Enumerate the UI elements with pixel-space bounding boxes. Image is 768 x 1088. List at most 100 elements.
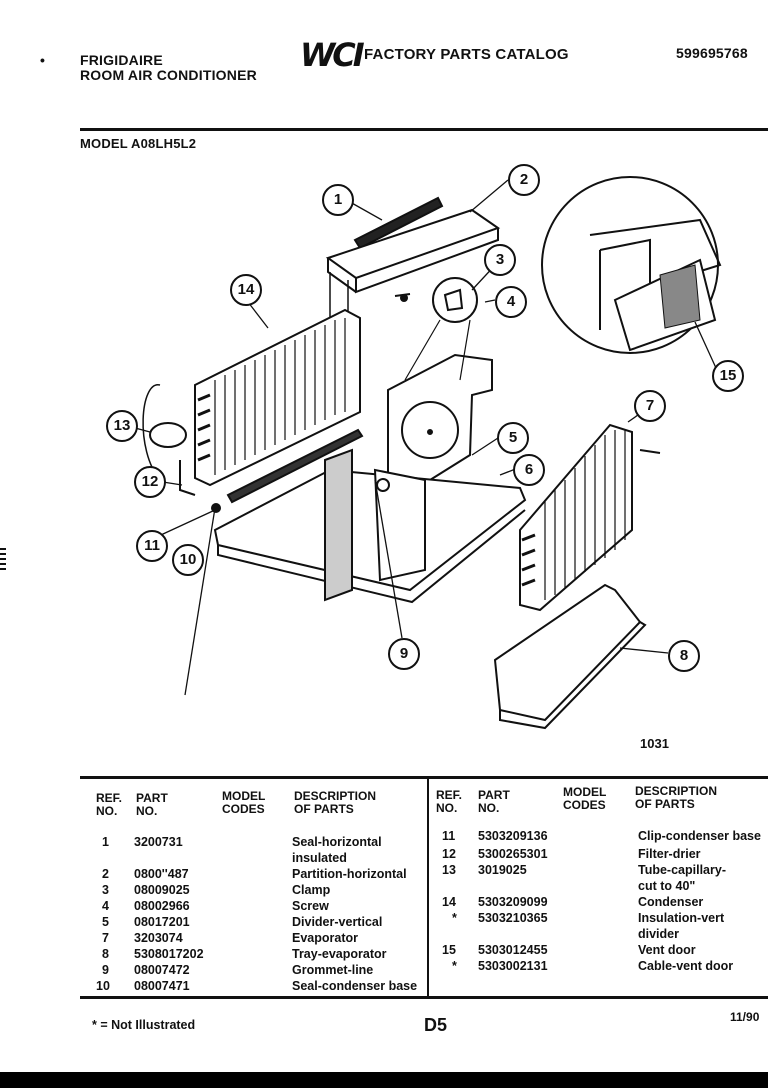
callout-8: 8 [668,640,700,672]
exploded-parts-diagram [123,176,722,730]
table-row-ref: 8 [102,947,109,961]
table-row-ref: 12 [442,847,456,861]
table-row-ref: 3 [102,883,109,897]
table-row-desc: Filter-drier [638,847,701,861]
callout-6: 6 [513,454,545,486]
figure-id: 1031 [640,736,669,751]
table-row-ref: 4 [102,899,109,913]
model-label: MODEL A08LH5L2 [80,136,197,151]
table-row-desc: Vent door [638,943,696,957]
revision-date: 11/90 [730,1010,760,1024]
callout-2: 2 [508,164,540,196]
bullet-mark: • [40,52,45,68]
table-row-part: 5300265301 [478,847,548,861]
table-row-ref: 9 [102,963,109,977]
table-row-desc: Seal-condenser base [292,979,418,993]
partition-horizontal-part [325,208,501,302]
table-row-desc: Screw [292,899,329,913]
table-row-part: 08007471 [134,979,190,993]
table-row-ref: 13 [442,863,456,877]
table-row-ref: 2 [102,867,109,881]
brand: FRIGIDAIRE [80,52,163,68]
table-row-desc: Tube-capillary- [638,863,726,877]
callout-15: 15 [712,360,744,392]
table-top-rule [80,776,768,779]
clamp-detail-zoom [432,277,478,323]
table-row-desc: Condenser [638,895,704,909]
table-bottom-rule [80,996,768,999]
table-row-desc: Cable-vent door [638,959,734,973]
table-row-part: 5303002131 [478,959,548,973]
table-row-ref: 10 [96,979,110,993]
callout-12: 12 [134,466,166,498]
table-row-ref: 11 [442,829,456,843]
table-row-desc: Divider-vertical [292,915,383,929]
vent-detail-zoom [541,176,722,354]
callout-1: 1 [322,184,354,216]
table-row-part: 0800''487 [134,867,189,881]
wci-logo: WCI [300,36,365,74]
bottom-border [0,1072,768,1088]
table-row-ref: * [452,959,457,973]
seal-condenser-base-part [226,428,364,504]
callout-7: 7 [634,390,666,422]
table-row-ref: * [452,911,457,925]
table-row-ref: 15 [442,943,456,957]
table-row-desc: Seal-horizontal [292,835,382,849]
table-row-part: 08017201 [134,915,190,929]
table-row-desc: cut to 40" [638,879,696,893]
base-tray-part [213,468,527,604]
table-divider [427,779,429,997]
hdr-ref-right: REF.NO. [436,788,463,815]
table-row-ref: 14 [442,895,456,909]
table-row-ref: 7 [102,931,109,945]
callout-14: 14 [230,274,262,306]
evaporator-coil-part [194,308,361,487]
seal-horizontal-part [353,196,444,250]
binding-mark [0,563,6,565]
table-row-desc: divider [638,927,679,941]
capillary-tube-part [149,422,187,448]
table-row-part: 5303012455 [478,943,548,957]
binding-mark [0,558,6,560]
table-row-desc: Clip-condenser base [638,829,761,843]
table-row-desc: Insulation-vert [638,911,725,925]
table-row-part: 08007472 [134,963,190,977]
table-row-part: 08009025 [134,883,190,897]
condenser-coil-part [519,423,661,612]
binding-mark [0,553,6,555]
catalog-number: 599695768 [676,45,748,61]
table-row-part: 5303209099 [478,895,548,909]
footnote: * = Not Illustrated [92,1018,196,1032]
table-row-part: 5303209136 [478,829,548,843]
catalog-title: FACTORY PARTS CATALOG [364,46,569,63]
vent-door-part [493,583,647,730]
table-row-desc: Clamp [292,883,331,897]
table-row-desc: Tray-evaporator [292,947,387,961]
callout-13: 13 [106,410,138,442]
callout-10: 10 [172,544,204,576]
page-number: D5 [424,1015,448,1035]
callout-5: 5 [497,422,529,454]
table-row: 1 [102,835,109,849]
table-row-part: 5308017202 [134,947,204,961]
callout-4: 4 [495,286,527,318]
table-row-desc: insulated [292,851,347,865]
product-name: ROOM AIR CONDITIONER [80,67,257,83]
table-row-desc: Partition-horizontal [292,867,407,881]
filter-drier-part [179,460,196,496]
hdr-ref-left: REF.NO. [96,791,123,818]
table-row-desc: Evaporator [292,931,358,945]
binding-mark [0,548,6,550]
header-rule [80,128,768,131]
table-row-part: 3203074 [134,931,183,945]
callout-3: 3 [484,244,516,276]
binding-mark [0,568,6,570]
table-row-desc: Grommet-line [292,963,374,977]
